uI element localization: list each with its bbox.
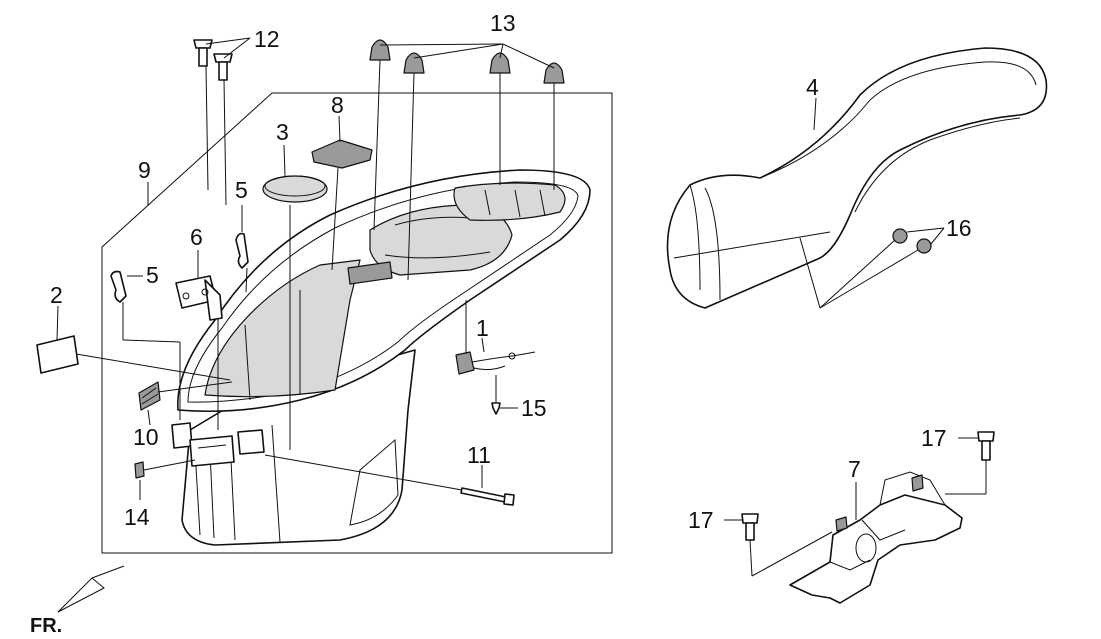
front-direction-arrow: [57, 565, 125, 613]
seat: [666, 47, 1048, 309]
callout-1: 1: [476, 315, 489, 341]
callout-11: 11: [467, 442, 491, 468]
callout-5-left: 5: [146, 262, 159, 288]
bolts-12: [193, 39, 233, 81]
callout-10: 10: [133, 424, 159, 450]
seat-switch: [455, 351, 536, 375]
cover-clip: [311, 139, 373, 169]
small-nut: [134, 461, 145, 479]
callout-15: 15: [521, 395, 547, 421]
label-plate: [36, 335, 79, 374]
hook-upper: [235, 232, 249, 269]
rubber-bumpers: [369, 39, 565, 84]
callout-5-upper: 5: [235, 177, 248, 203]
leader-lines: [56, 37, 987, 577]
seat-grommets: [892, 228, 932, 254]
callout-14: 14: [124, 504, 150, 530]
callout-12: 12: [254, 26, 280, 52]
long-bolt: [460, 487, 515, 506]
mounting-bracket: [789, 471, 963, 604]
luggage-box: [171, 169, 591, 546]
assembly-outline: [101, 92, 613, 554]
callout-6: 6: [190, 224, 203, 250]
latch-bracket: [175, 275, 223, 321]
callout-16: 16: [946, 215, 972, 241]
callout-3: 3: [276, 119, 289, 145]
screw-15: [491, 402, 501, 415]
callout-13: 13: [490, 10, 516, 36]
callout-9: 9: [138, 157, 151, 183]
hook-left: [110, 270, 127, 303]
callout-4: 4: [806, 74, 819, 100]
callout-7: 7: [848, 456, 861, 482]
callout-17-right: 17: [921, 425, 947, 451]
round-cap: [262, 175, 328, 203]
callout-2: 2: [50, 282, 63, 308]
mesh-pad: [138, 381, 161, 411]
callout-17-left: 17: [688, 507, 714, 533]
orientation-label: FR.: [30, 615, 62, 637]
callout-8: 8: [331, 92, 344, 118]
bolts-17: [741, 431, 995, 541]
